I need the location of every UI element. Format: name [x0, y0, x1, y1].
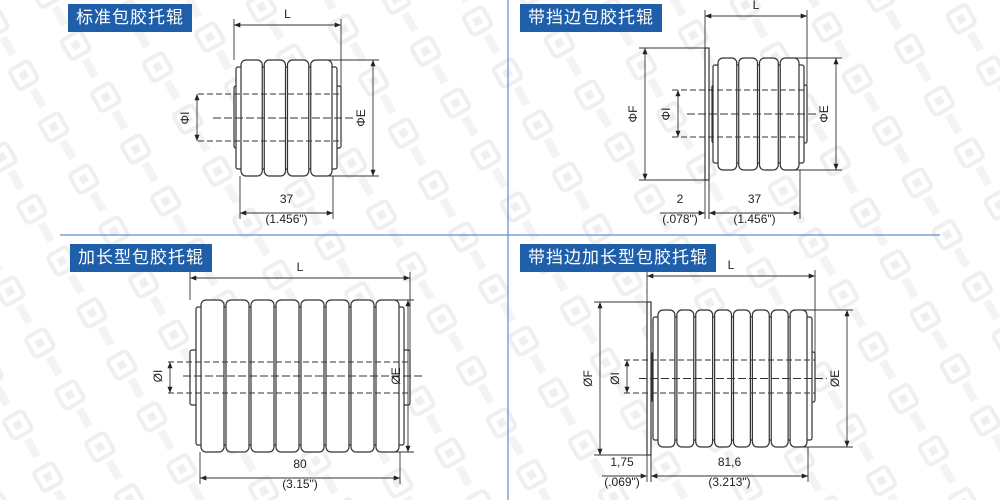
panel-title-standard: 标准包胶托辊 [68, 4, 192, 32]
label-length: 80 [293, 457, 307, 471]
panel-title-flanged: 带挡边包胶托辊 [520, 4, 662, 32]
label-length-inch: (1.456") [265, 212, 307, 226]
label-E: ØE [828, 370, 842, 387]
panel-title-flanged-extended: 带挡边加长型包胶托辊 [520, 244, 716, 272]
label-L: L [728, 258, 735, 272]
label-I: ΦI [659, 108, 673, 121]
label-flange: 1,75 [610, 455, 634, 469]
panel-1: L ΦE ΦI ΦF 2 (.078") 37 (1.456") [626, 0, 842, 226]
panel-3: L ØE ØI ØF 1,75 (.069") 81,6 (3.213") [581, 258, 853, 489]
label-I: ØI [151, 370, 165, 383]
label-length: 37 [280, 192, 294, 206]
label-length: 37 [748, 192, 762, 206]
label-flange-inch: (.069") [604, 475, 640, 489]
label-I: ØI [608, 372, 622, 385]
label-E: ΦE [817, 105, 831, 123]
label-L: L [753, 0, 760, 12]
label-E: ΦE [354, 109, 368, 127]
panel-title-extended: 加长型包胶托辊 [70, 244, 212, 272]
label-I: ΦI [178, 112, 192, 125]
label-L: L [284, 7, 291, 21]
label-flange: 2 [677, 192, 684, 206]
rubber-ring [310, 59, 333, 177]
panel-0: L ΦE ΦI 37 (1.456") [178, 7, 379, 226]
label-L: L [297, 260, 304, 274]
label-length-inch: (1.456") [733, 212, 775, 226]
label-length-inch: (3.213") [708, 475, 750, 489]
label-F: ΦF [626, 106, 640, 123]
label-length: 81,6 [718, 455, 742, 469]
label-flange-inch: (.078") [662, 212, 698, 226]
label-E: ØE [389, 367, 403, 384]
label-length-inch: (3.15") [282, 477, 318, 491]
panel-2: L ØE ØI 80 (3.15") [151, 260, 422, 491]
label-F: ØF [581, 370, 595, 387]
